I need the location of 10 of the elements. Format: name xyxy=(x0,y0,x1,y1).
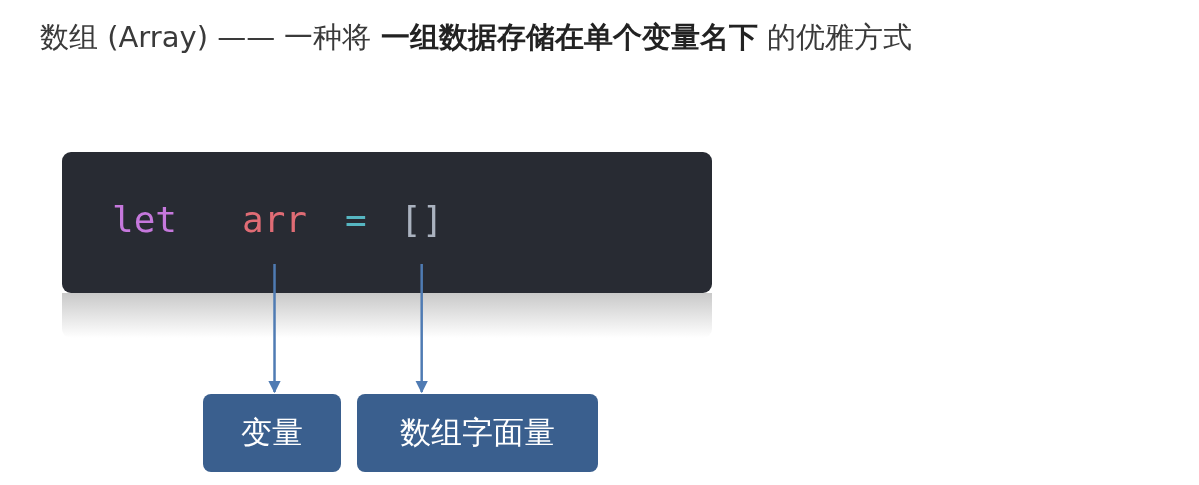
label-box: 变量 xyxy=(203,394,341,472)
code-panel xyxy=(62,152,712,293)
title: 数组 (Array) —— 一种将 一组数据存储在单个变量名下 的优雅方式 xyxy=(40,19,912,56)
code-token: [] xyxy=(400,196,444,244)
arrow xyxy=(268,264,281,394)
operator: = xyxy=(345,198,367,242)
keyword: let xyxy=(112,198,178,242)
code-token: arr xyxy=(242,196,308,244)
arrow xyxy=(415,264,428,394)
label-box: 数组字面量 xyxy=(357,394,598,472)
